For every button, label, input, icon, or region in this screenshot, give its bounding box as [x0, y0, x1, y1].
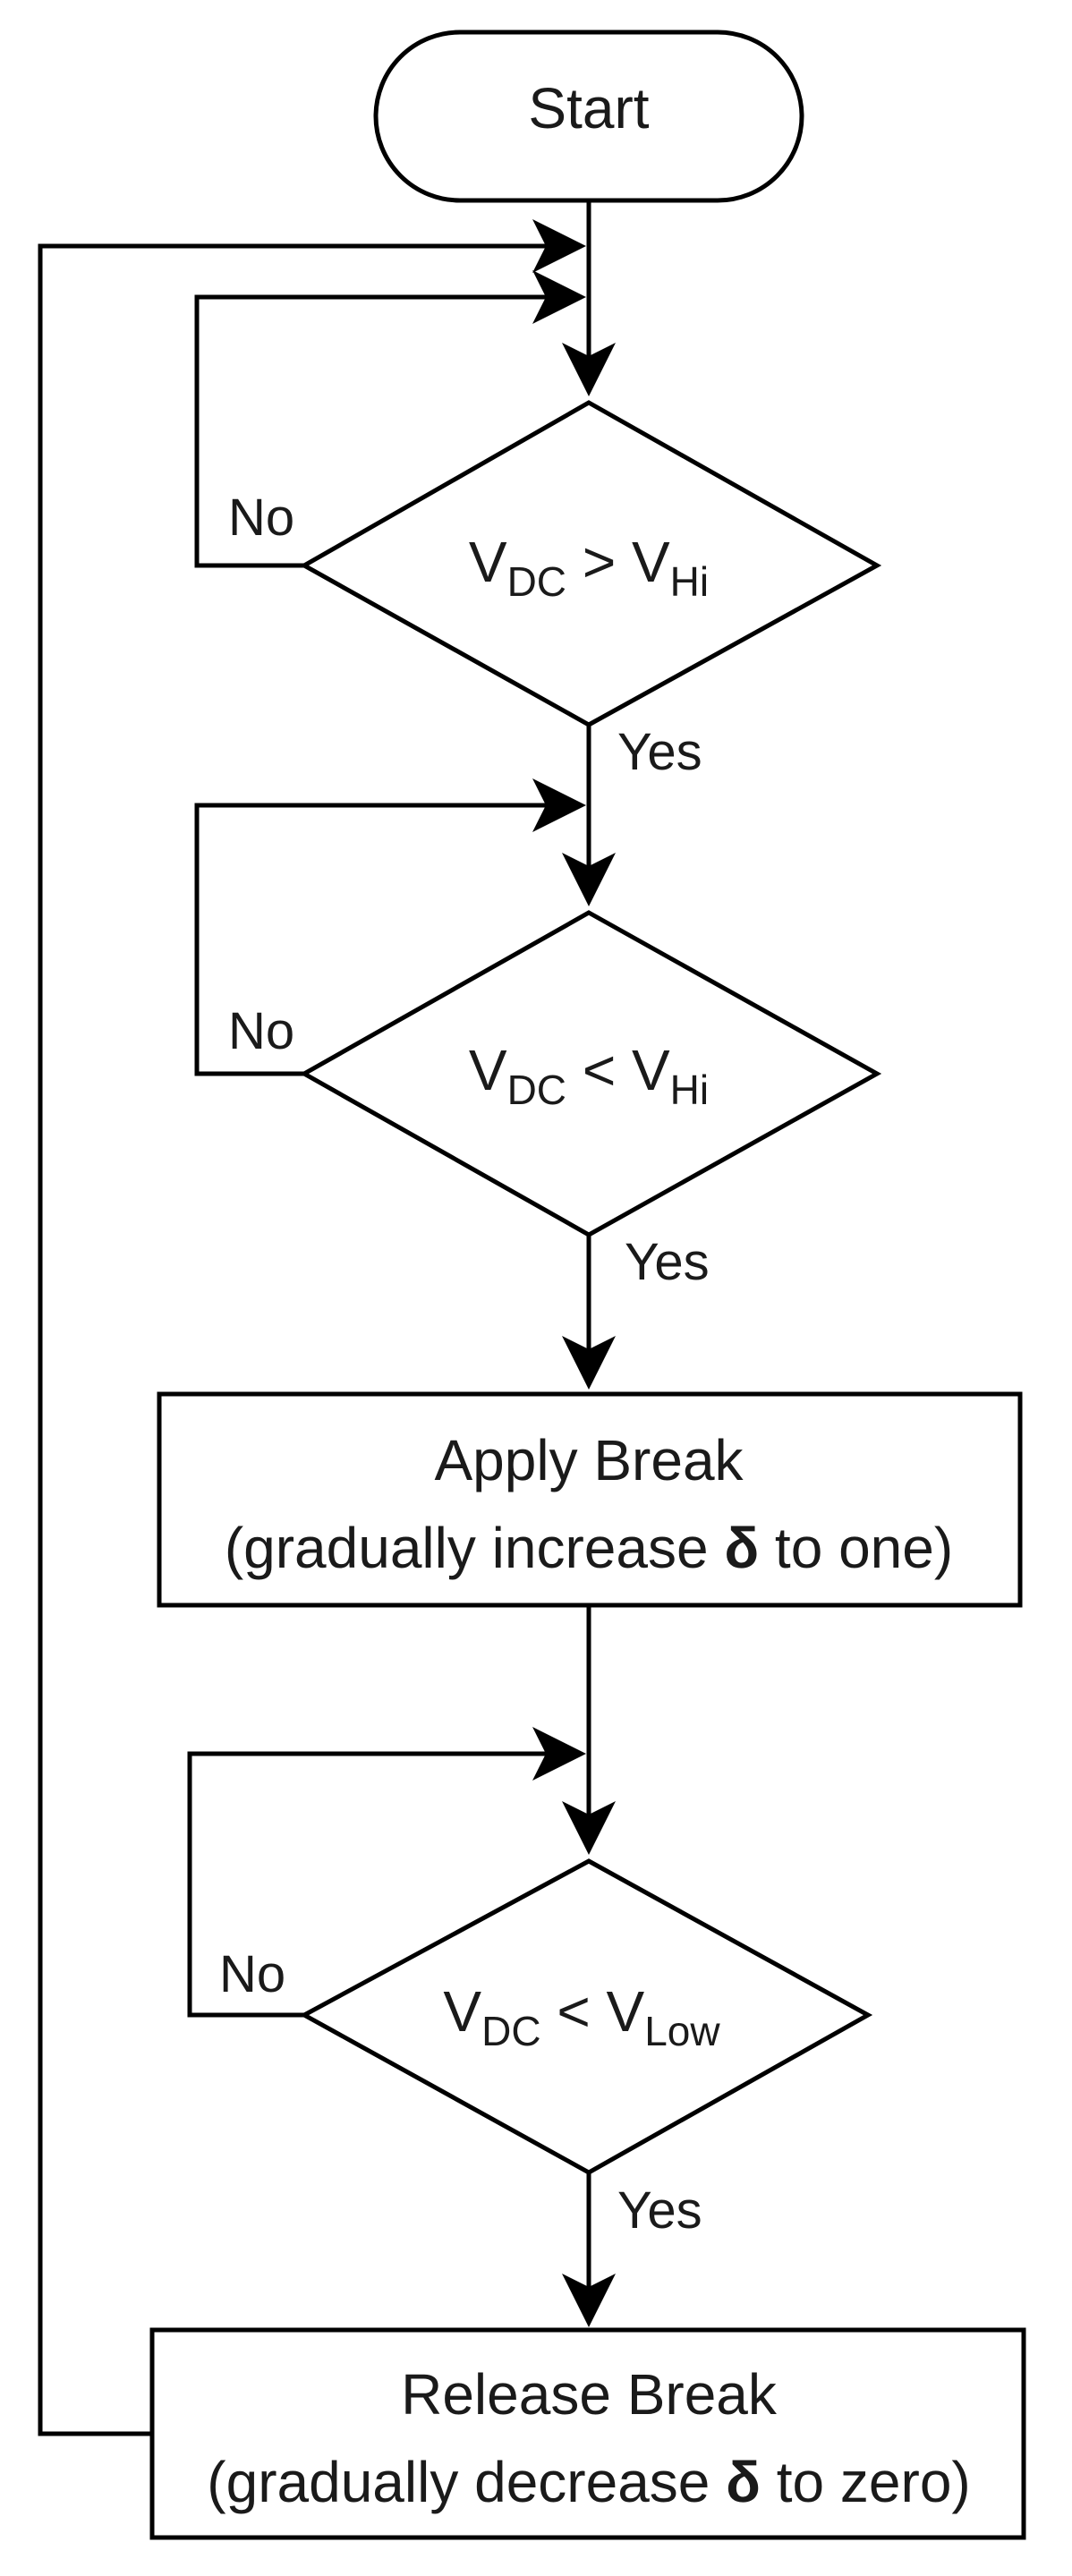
decision-3-op: <: [557, 1979, 590, 2044]
edge-release-loop-back: [38, 219, 586, 2436]
decision-1-lhs-sub: DC: [507, 558, 566, 605]
decision-3-lhs: V: [443, 1979, 481, 2044]
start-node: Start: [373, 30, 804, 203]
decision-3-label: VDC < VLow: [443, 1979, 720, 2054]
decision-2-yes-label: Yes: [625, 1233, 710, 1291]
process-release-break: Release Break (gradually decrease δ to z…: [149, 2327, 1026, 2540]
decision-vdc-lt-vhi: VDC < VHi: [299, 910, 882, 1237]
decision-3-no-label: No: [219, 1945, 285, 2003]
decision-vdc-gt-vhi: VDC > VHi: [299, 400, 882, 727]
decision-1-rhs-sub: Hi: [670, 558, 709, 605]
decision-2-rhs: V: [632, 1038, 670, 1102]
decision-2-lhs-sub: DC: [507, 1067, 566, 1113]
delta-symbol: δ: [724, 1516, 759, 1580]
decision-1-op: >: [583, 530, 616, 594]
edge-decision-1-no: [194, 270, 586, 568]
decision-2-lhs: V: [469, 1038, 507, 1102]
decision-2-label: VDC < VHi: [469, 1038, 709, 1113]
decision-1-label: VDC > VHi: [469, 530, 709, 605]
edge-decision-3-no: [187, 1727, 586, 2018]
start-label: Start: [528, 76, 649, 140]
edge-decision-2-no: [194, 778, 586, 1076]
release-break-title: Release Break: [401, 2362, 778, 2427]
decision-2-op: <: [583, 1038, 616, 1102]
decision-2-rhs-sub: Hi: [670, 1067, 709, 1113]
decision-1-yes-label: Yes: [617, 723, 702, 781]
decision-3-lhs-sub: DC: [481, 2008, 540, 2054]
decision-1-rhs: V: [632, 530, 670, 594]
decision-1-no-label: No: [228, 489, 294, 547]
decision-2-no-label: No: [228, 1002, 294, 1060]
delta-symbol: δ: [726, 2450, 761, 2514]
process-apply-break: Apply Break (gradually increase δ to one…: [157, 1391, 1023, 1608]
decision-3-yes-label: Yes: [617, 2181, 702, 2240]
decision-3-rhs-sub: Low: [644, 2008, 720, 2054]
decision-1-lhs: V: [469, 530, 507, 594]
decision-vdc-lt-vlow: VDC < VLow: [299, 1858, 873, 2175]
decision-3-rhs: V: [607, 1979, 645, 2044]
apply-break-detail: (gradually increase δ to one): [225, 1516, 953, 1580]
release-break-detail: (gradually decrease δ to zero): [207, 2450, 970, 2514]
apply-break-title: Apply Break: [434, 1428, 744, 1492]
